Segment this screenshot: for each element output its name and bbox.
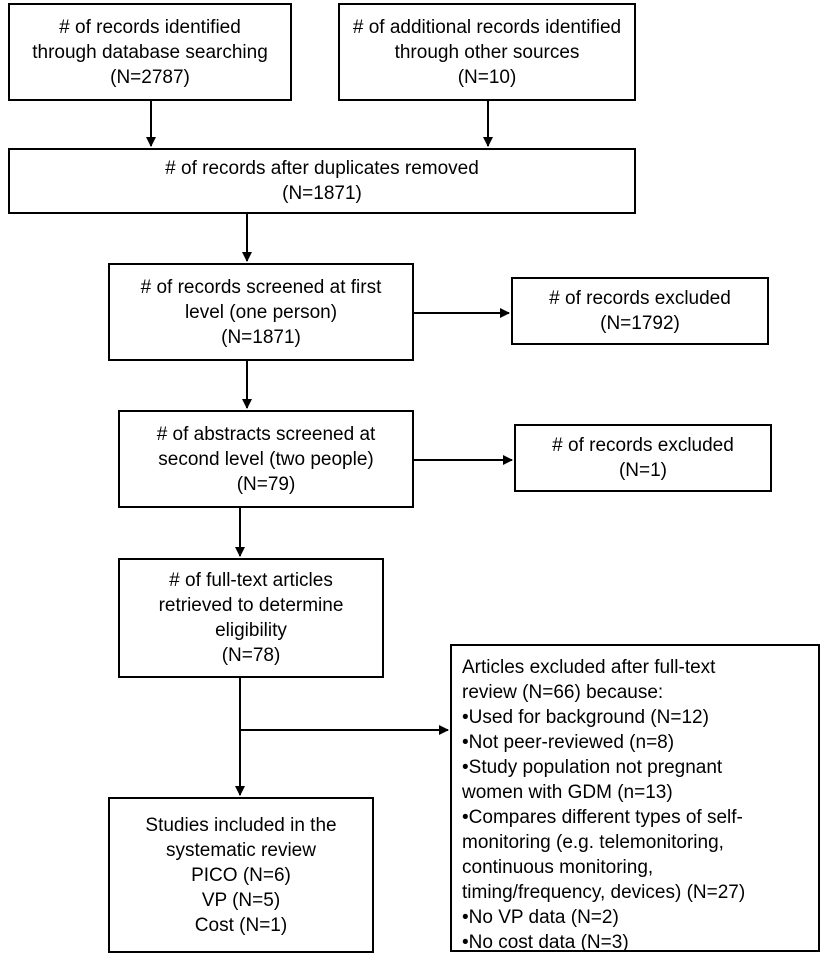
box-line: retrieved to determine	[158, 595, 344, 616]
records-identified-other-box: # of additional records identified throu…	[338, 3, 636, 101]
exclusion-line: Articles excluded after full-text	[462, 657, 716, 678]
box-line: (N=2787)	[110, 66, 190, 88]
box-line: eligibility	[215, 620, 287, 641]
exclusion-reason: •Study population not pregnant	[462, 757, 723, 778]
records-excluded-first-box: # of records excluded (N=1792)	[511, 277, 769, 345]
box-line: # of records after duplicates removed	[165, 158, 479, 179]
box-line: (N=79)	[236, 473, 296, 495]
box-line: (N=1792)	[600, 313, 680, 334]
box-line: VP (N=5)	[201, 889, 281, 911]
records-excluded-second-box: # of records excluded (N=1)	[514, 424, 772, 492]
exclusion-reason: •Used for background (N=12)	[462, 707, 709, 728]
records-screened-first-level-box: # of records screened at first level (on…	[108, 263, 414, 361]
records-identified-database-box: # of records identified through database…	[8, 3, 292, 101]
box-line: Cost (N=1)	[194, 914, 288, 936]
exclusion-reason: •No VP data (N=2)	[462, 907, 619, 928]
box-line: systematic review	[166, 839, 316, 861]
box-line: # of additional records identified	[352, 16, 622, 38]
box-line: # of records screened at first	[140, 276, 382, 298]
box-line: (N=1871)	[282, 183, 362, 204]
fulltext-articles-box: # of full-text articles retrieved to det…	[118, 558, 384, 678]
exclusion-reason: women with GDM (n=13)	[462, 782, 673, 803]
exclusion-reason: •Compares different types of self-	[462, 807, 743, 828]
box-line: through other sources	[394, 41, 580, 63]
exclusion-reason: continuous monitoring,	[462, 857, 654, 878]
box-line: Studies included in the	[145, 814, 337, 836]
exclusion-reason: •No cost data (N=3)	[462, 932, 629, 953]
box-line: (N=1871)	[221, 326, 301, 348]
exclusion-reason: •Not peer-reviewed (n=8)	[462, 732, 675, 753]
records-after-duplicates-box: # of records after duplicates removed (N…	[8, 148, 636, 214]
exclusion-line: review (N=66) because:	[462, 682, 664, 703]
box-line: level (one person)	[184, 301, 338, 323]
box-line: PICO (N=6)	[191, 864, 291, 886]
studies-included-box: Studies included in the systematic revie…	[108, 797, 374, 953]
box-line: # of full-text articles	[169, 570, 333, 591]
exclusion-reason: timing/frequency, devices) (N=27)	[462, 882, 746, 903]
box-line: # of records identified	[59, 16, 241, 38]
box-line: (N=78)	[221, 645, 281, 666]
box-line: (N=10)	[457, 66, 517, 88]
exclusion-reason: monitoring (e.g. telemonitoring,	[462, 832, 724, 853]
box-line: through database searching	[32, 41, 268, 63]
box-line: second level (two people)	[158, 448, 374, 470]
abstracts-screened-second-level-box: # of abstracts screened at second level …	[118, 410, 414, 508]
articles-excluded-fulltext-box: Articles excluded after full-text review…	[450, 644, 820, 953]
box-line: # of abstracts screened at	[156, 423, 376, 445]
box-line: # of records excluded	[549, 288, 731, 309]
box-line: # of records excluded	[552, 435, 734, 456]
box-line: (N=1)	[618, 460, 668, 481]
